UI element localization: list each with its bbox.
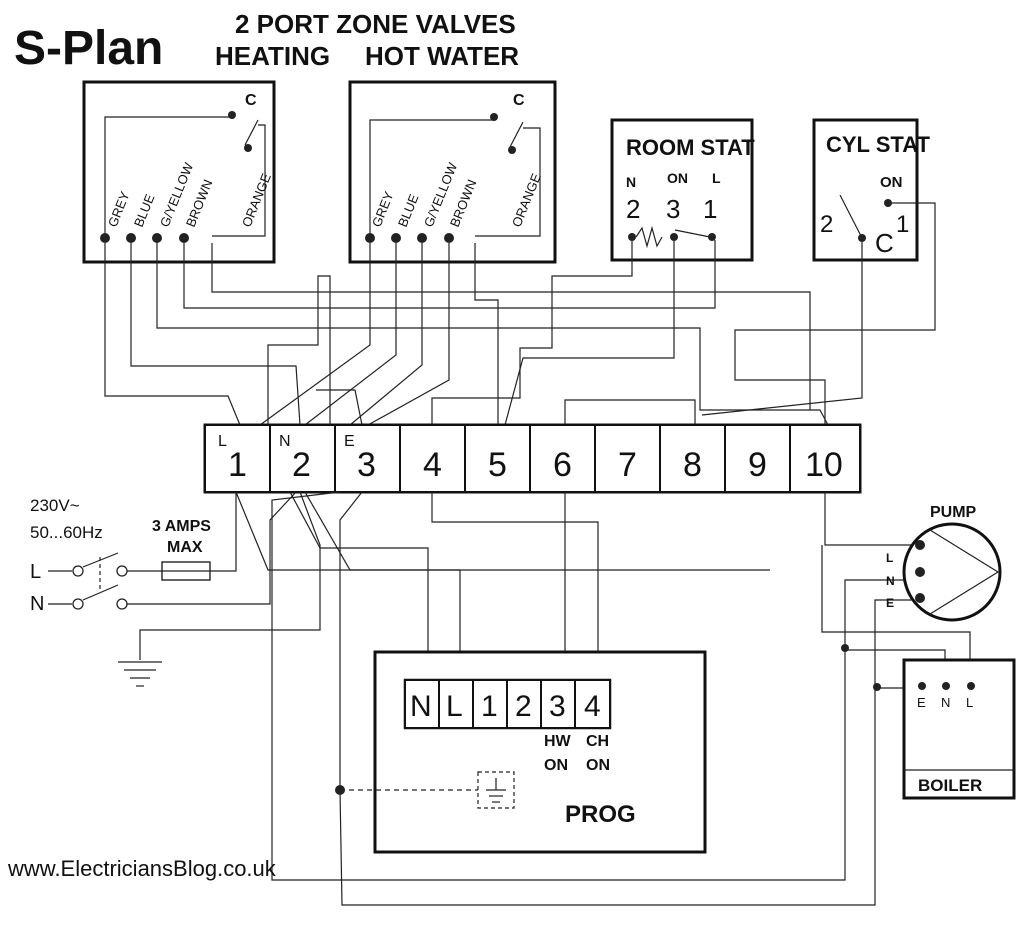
- pump-title: PUMP: [930, 504, 977, 521]
- strip-number-1: 1: [228, 446, 247, 484]
- prog-terminal-1: [472, 679, 508, 729]
- prog-ch-on-label: ON: [586, 757, 610, 774]
- cyl-stat-title: CYL STAT: [826, 132, 930, 157]
- upper-wiring: [104, 202, 936, 426]
- strip-number-5: 5: [488, 446, 507, 484]
- room-stat: ROOM STAT N ON L 2 3 1: [610, 118, 755, 262]
- pump-e-label: E: [886, 596, 894, 610]
- cyl-stat-terminal-c: C: [875, 228, 894, 258]
- room-stat-n-label: N: [626, 174, 636, 190]
- heating-valve-switch-label: C: [245, 92, 257, 109]
- pump-icon: [902, 522, 1002, 622]
- hw-valve-blue-terminal: [391, 233, 401, 243]
- prog-label-1: 1: [481, 690, 498, 723]
- heating-valve-box: [82, 80, 276, 264]
- pump: PUMP L N E: [886, 504, 1002, 622]
- mains-supply: 230V~ 50...60Hz 3 AMPS MAX L N: [30, 491, 321, 687]
- lower-wiring: [235, 491, 971, 906]
- strip-number-4: 4: [423, 446, 442, 484]
- cyl-stat-on-label: ON: [880, 174, 903, 191]
- pump-n-label: N: [886, 574, 895, 588]
- strip-number-3: 3: [357, 446, 376, 484]
- room-stat-title: ROOM STAT: [626, 135, 755, 160]
- cyl-stat: CYL STAT ON 2 1 C: [812, 118, 930, 262]
- terminal-strip: 1 2 3 4 5 6 7 8 9 10 L N E: [203, 423, 862, 494]
- programmer: N L 1 2 3 4 HW ON CH ON PROG: [335, 650, 707, 854]
- strip-sup-e: E: [344, 433, 355, 450]
- prog-earth-icon: [477, 771, 515, 809]
- supply-neutral-label: N: [30, 593, 44, 615]
- prog-ch-label: CH: [586, 733, 609, 750]
- strip-number-7: 7: [618, 446, 637, 484]
- header-hot-water: HOT WATER: [365, 41, 519, 71]
- prog-terminal-2: [506, 679, 542, 729]
- boiler-title: BOILER: [918, 776, 982, 795]
- heating-valve: C GREY BLUE G/YELLOW BROWN ORANGE: [82, 80, 276, 264]
- prog-hw-label: HW: [544, 733, 572, 750]
- strip-terminal-1: [204, 424, 271, 493]
- room-stat-l-label: L: [712, 170, 721, 186]
- hot-water-valve-switch-label: C: [513, 92, 525, 109]
- prog-hw-on-label: ON: [544, 757, 568, 774]
- boiler-n-label: N: [941, 695, 950, 710]
- prog-label-n: N: [410, 690, 432, 723]
- boiler-e-label: E: [917, 695, 926, 710]
- heating-valve-switch-contact: [228, 111, 236, 119]
- prog-terminal-l: [438, 679, 474, 729]
- cyl-stat-terminal-1: 1: [896, 211, 909, 238]
- prog-terminal-4: [574, 679, 611, 729]
- strip-number-9: 9: [748, 446, 767, 484]
- strip-number-2: 2: [292, 446, 311, 484]
- prog-terminal-n: [404, 679, 440, 729]
- website-url: www.ElectriciansBlog.co.uk: [7, 856, 277, 881]
- strip-terminal-9: [724, 424, 791, 493]
- prog-label-3: 3: [549, 690, 566, 723]
- heating-valve-blue-terminal: [126, 233, 136, 243]
- strip-terminal-8: [659, 424, 726, 493]
- strip-number-8: 8: [683, 446, 702, 484]
- strip-terminal-5: [464, 424, 531, 493]
- diagram-title: S-Plan: [14, 22, 163, 75]
- heating-valve-switch-pivot: [244, 144, 252, 152]
- hot-water-valve-switch-contact: [490, 113, 498, 121]
- room-stat-terminal-2: 2: [626, 194, 640, 224]
- strip-terminal-2: [269, 424, 336, 493]
- strip-sup-n: N: [279, 433, 291, 450]
- strip-number-6: 6: [553, 446, 572, 484]
- strip-number-10: 10: [805, 446, 843, 484]
- boiler-l-label: L: [966, 695, 973, 710]
- prog-label-2: 2: [515, 690, 532, 723]
- strip-terminal-7: [594, 424, 661, 493]
- prog-label-l: L: [446, 690, 463, 723]
- hw-valve-brown-terminal: [444, 233, 454, 243]
- supply-frequency: 50...60Hz: [30, 523, 103, 542]
- heating-valve-gyellow-terminal: [152, 233, 162, 243]
- prog-label-4: 4: [584, 690, 601, 723]
- fuse-rating-max: MAX: [167, 539, 203, 556]
- cyl-stat-terminal-2: 2: [820, 211, 833, 238]
- hw-valve-grey-terminal: [365, 233, 375, 243]
- pump-l-label: L: [886, 551, 893, 565]
- room-stat-terminal-3: 3: [666, 194, 680, 224]
- fuse-rating-amps: 3 AMPS: [152, 518, 211, 535]
- boiler: E N L BOILER: [902, 658, 1016, 800]
- header-heating: HEATING: [215, 41, 330, 71]
- hot-water-valve-box: [348, 80, 557, 264]
- prog-title: PROG: [565, 801, 636, 828]
- strip-sup-l: L: [218, 433, 227, 450]
- heating-valve-grey-terminal: [100, 233, 110, 243]
- supply-voltage: 230V~: [30, 496, 80, 515]
- room-stat-on-label: ON: [667, 170, 688, 186]
- strip-terminal-10: [789, 424, 861, 493]
- hot-water-valve: C GREY BLUE G/YELLOW BROWN ORANGE: [348, 80, 557, 264]
- earth-symbol-icon: [118, 661, 162, 687]
- heating-valve-brown-terminal: [179, 233, 189, 243]
- hot-water-valve-switch-pivot: [508, 146, 516, 154]
- supply-live-label: L: [30, 561, 41, 583]
- room-stat-terminal-1: 1: [703, 194, 717, 224]
- header-zone-valves: 2 PORT ZONE VALVES: [235, 9, 516, 39]
- hw-valve-gyellow-terminal: [417, 233, 427, 243]
